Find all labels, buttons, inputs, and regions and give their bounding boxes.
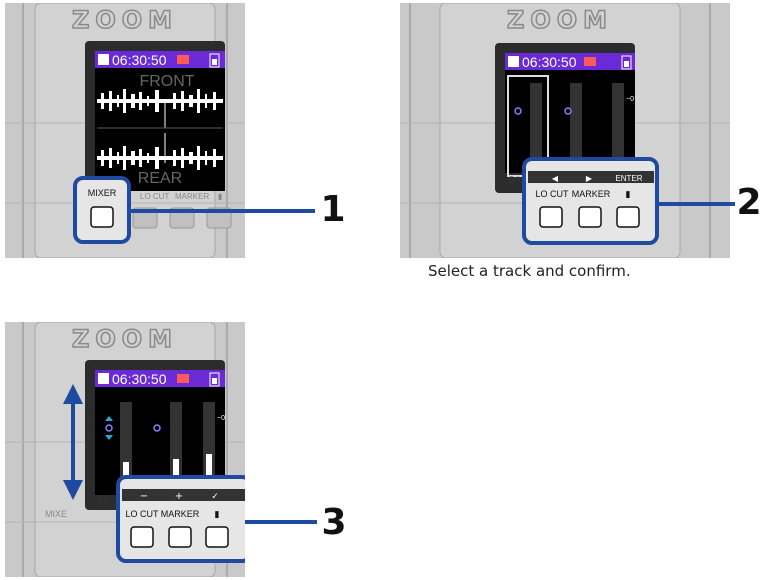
lo-cut-button: [539, 206, 563, 228]
svg-text:−0: −0: [626, 96, 634, 103]
softkey-group-adjust[interactable]: − + ✓ LO CUT MARKER ▮: [116, 475, 245, 563]
adjust-arrow: [63, 384, 83, 500]
step2-caption: Select a track and confirm.: [428, 262, 631, 280]
svg-text:ZOOM: ZOOM: [72, 325, 178, 353]
plus-button: [168, 526, 192, 548]
svg-text:1: 1: [320, 190, 345, 226]
marker-button: [578, 206, 602, 228]
confirm-button: [205, 526, 229, 548]
svg-text:▮: ▮: [215, 510, 220, 520]
svg-text:BA: BA: [97, 494, 109, 504]
svg-text:06:30:50: 06:30:50: [112, 371, 167, 387]
svg-text:2: 2: [736, 183, 761, 219]
svg-text:MIXER: MIXER: [88, 188, 117, 198]
step3-connector: [245, 520, 317, 524]
softkey-group-select[interactable]: ◀ ▶ ENTER LO CUT MARKER ▮: [522, 157, 659, 245]
mixer-button[interactable]: MIXER: [73, 176, 131, 244]
svg-text:MARKER: MARKER: [175, 192, 209, 201]
svg-text:LO CUT: LO CUT: [140, 192, 169, 201]
rear-label: REAR: [138, 170, 182, 187]
svg-text:06:30:50: 06:30:50: [522, 54, 577, 70]
step1-connector: [245, 209, 315, 213]
svg-text:◀: ◀: [552, 174, 559, 183]
zoom-logo: ZOOM: [71, 5, 178, 35]
svg-text:MARKER: MARKER: [161, 509, 200, 519]
svg-text:MARKER: MARKER: [572, 189, 611, 199]
svg-text:✓: ✓: [211, 492, 219, 502]
svg-text:06:30:50: 06:30:50: [112, 52, 167, 68]
step-number-3: 3: [318, 502, 350, 544]
svg-text:ZOOM: ZOOM: [507, 6, 613, 34]
svg-text:+: +: [175, 491, 183, 502]
svg-text:BA: BA: [509, 175, 521, 185]
front-label: FRONT: [139, 73, 194, 90]
step2-connector: [705, 202, 735, 206]
trash-button: [616, 206, 640, 228]
waveform-rear: [97, 146, 223, 170]
step-number-1: 1: [318, 189, 348, 231]
svg-text:▮: ▮: [218, 192, 222, 201]
svg-text:MIXE: MIXE: [45, 509, 67, 519]
svg-text:ZOOM: ZOOM: [72, 6, 178, 34]
svg-text:−0: −0: [217, 415, 225, 422]
status-bar: 06:30:50: [505, 53, 635, 70]
status-bar: 06:30:50: [95, 370, 225, 387]
minus-button: [130, 526, 154, 548]
svg-text:▮: ▮: [626, 190, 631, 200]
svg-text:▶: ▶: [586, 174, 593, 183]
svg-text:LO CUT: LO CUT: [125, 509, 159, 519]
step-number-2: 2: [733, 182, 765, 224]
status-bar: 06:30:50: [95, 51, 225, 68]
device-panel-step1: ZOOM 06:30:50 FRONT: [5, 3, 245, 258]
svg-text:ENTER: ENTER: [615, 174, 642, 183]
svg-text:3: 3: [321, 503, 346, 539]
svg-text:−: −: [140, 491, 148, 502]
svg-text:LO CUT: LO CUT: [535, 189, 569, 199]
device-panel-step3: ZOOM 06:30:50 −0 BA: [5, 322, 245, 577]
waveform-front: [97, 89, 223, 113]
device-panel-step2: ZOOM 06:30:50 −0 BA ◀ ▶ ENTER LO CUT MAR…: [400, 3, 730, 258]
